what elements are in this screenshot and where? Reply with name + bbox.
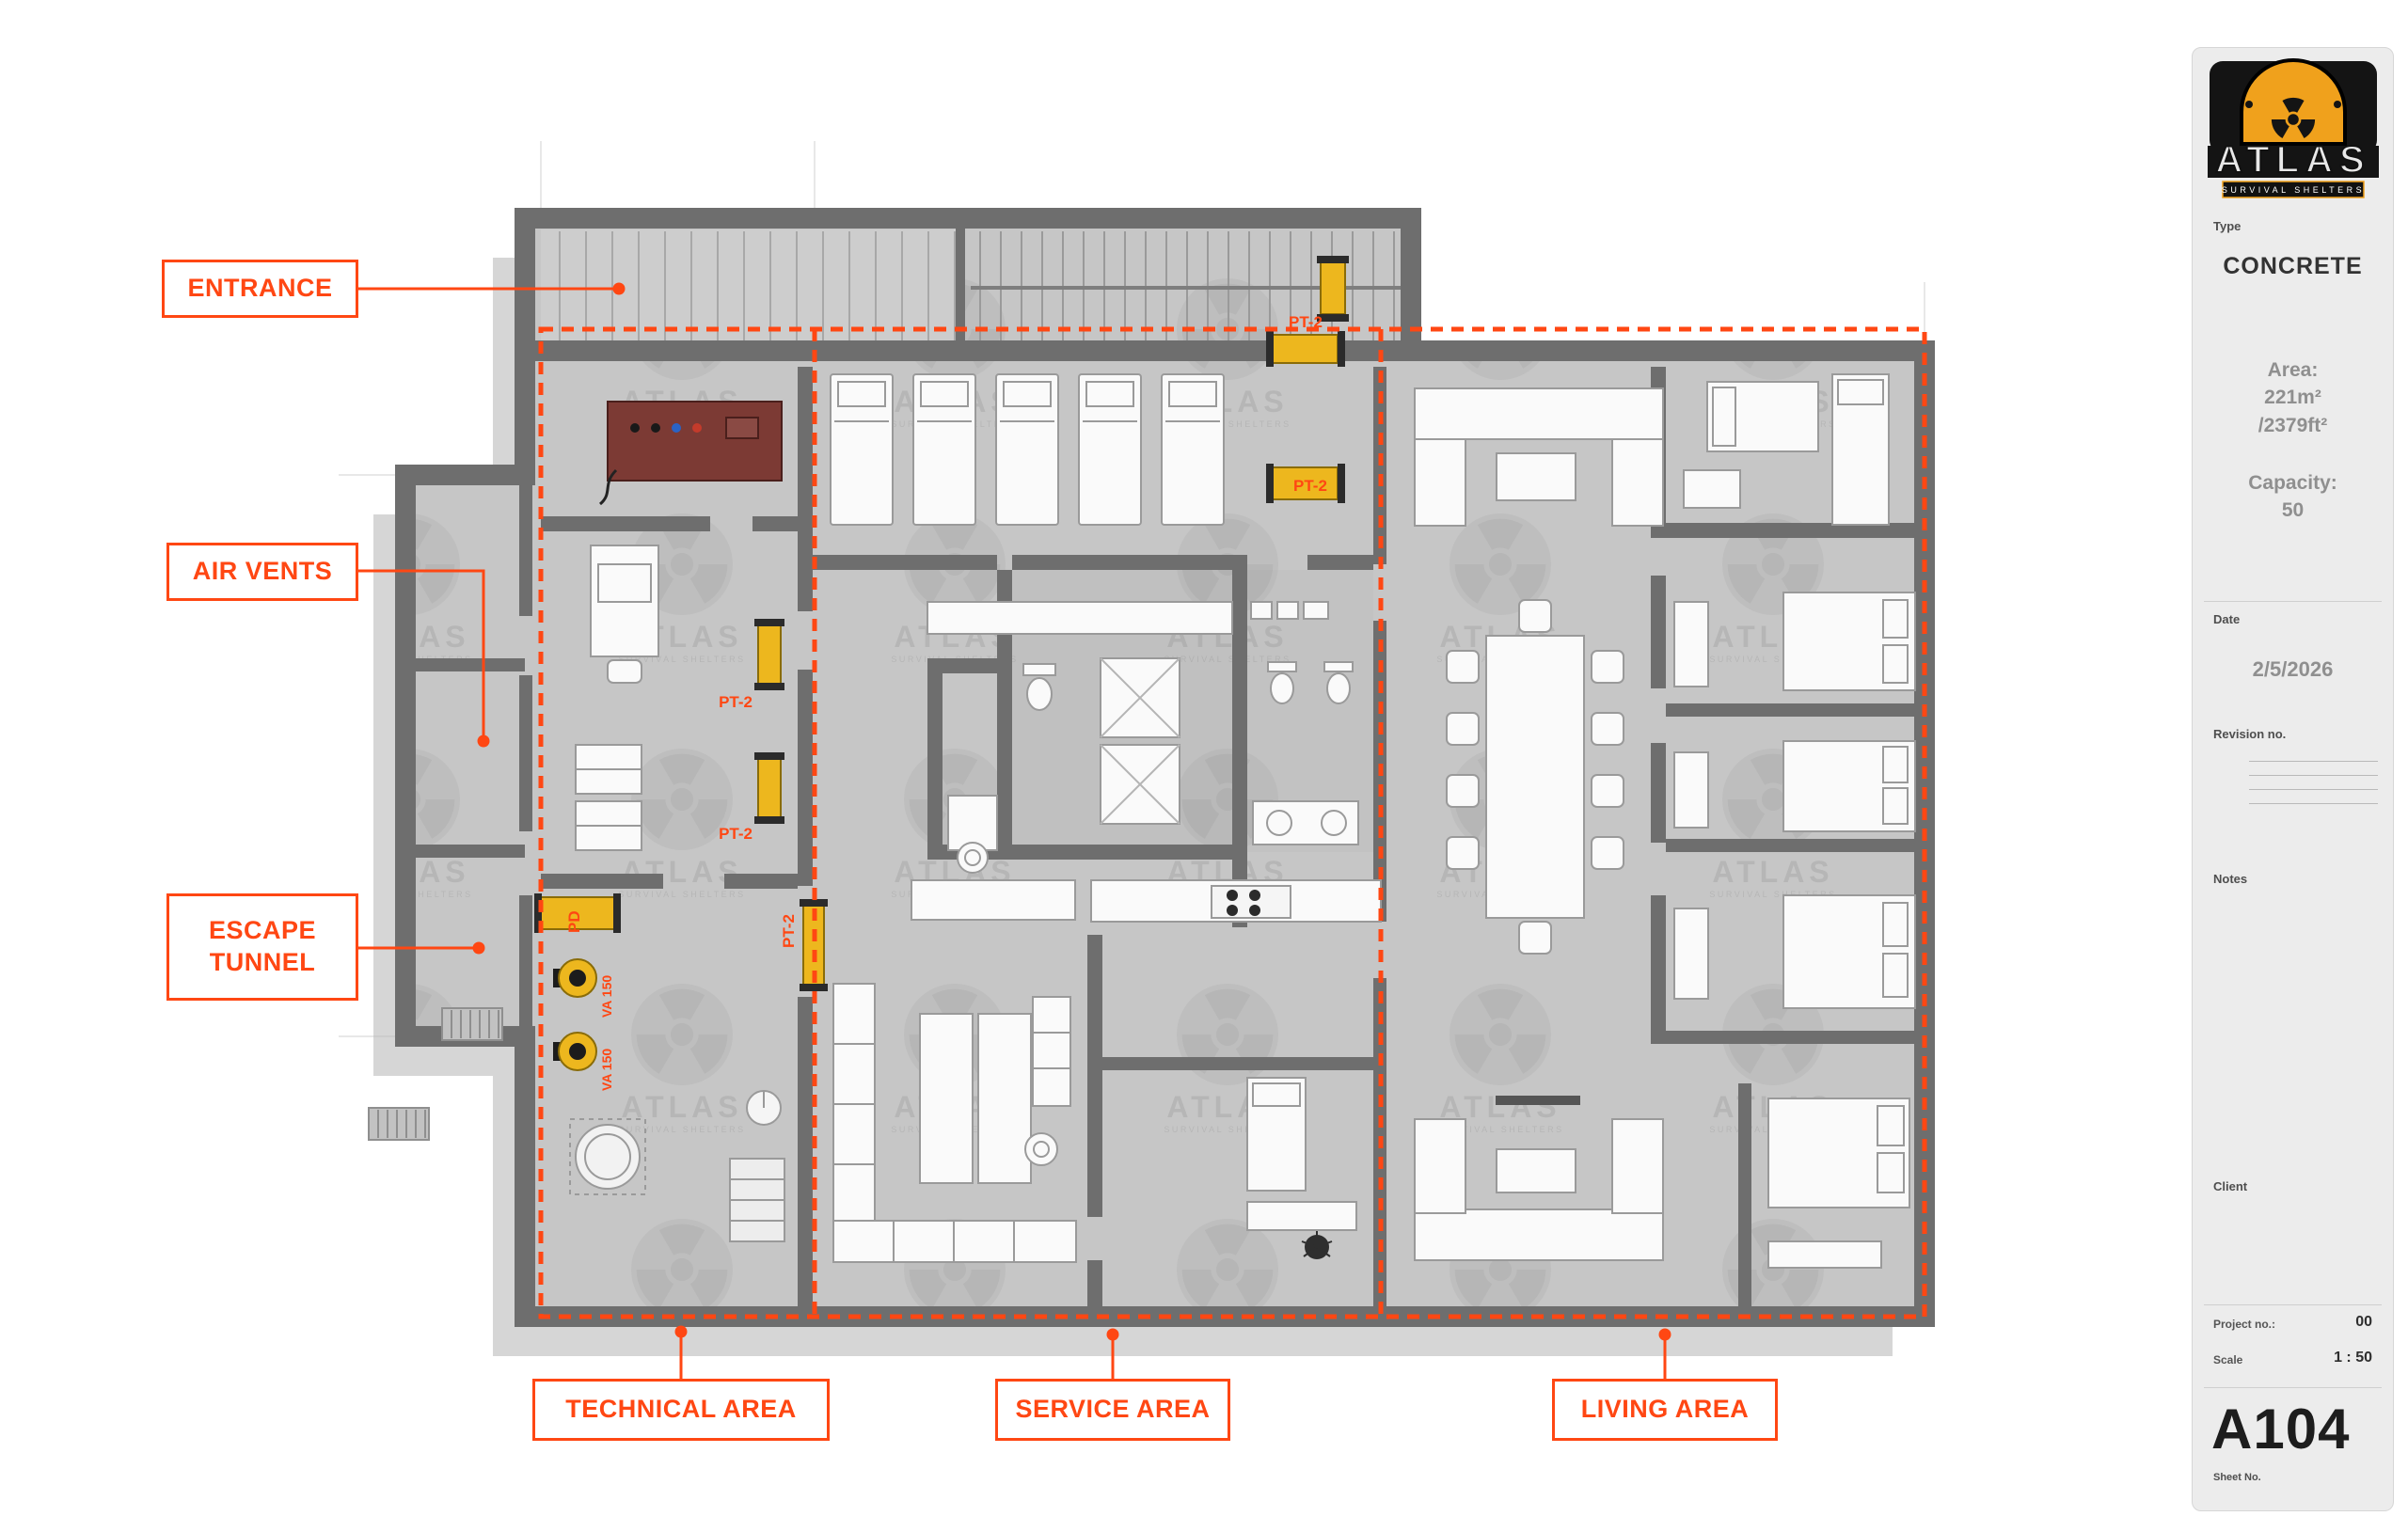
bedrooms-right <box>1673 592 1916 1009</box>
notes-label: Notes <box>2213 872 2248 886</box>
area-ft2: /2379ft² <box>2258 414 2328 436</box>
logo-tagline-text: SURVIVAL SHELTERS <box>2222 185 2365 195</box>
door-label: PT-2 <box>780 914 798 948</box>
date-value: 2/5/2026 <box>2252 657 2334 681</box>
service-bedroom <box>1246 1077 1357 1259</box>
revision-line <box>2249 803 2378 804</box>
area-m2: 221m² <box>2264 387 2321 409</box>
callout-entrance-label: ENTRANCE <box>187 274 333 303</box>
callout-service-area: SERVICE AREA <box>995 1379 1230 1441</box>
bunk-beds <box>830 373 1225 526</box>
interior-walls <box>405 340 1925 1309</box>
equipment-labels: PT-2 PT-2 PT-2 PT-2 PT-2 PD VA 150 VA 15… <box>565 313 1327 1091</box>
callout-escape-tunnel-label: ESCAPE TUNNEL <box>208 916 317 976</box>
capacity-value: 50 <box>2281 499 2305 522</box>
dining-set <box>1446 599 1624 955</box>
sheet-label: Sheet No. <box>2213 1472 2261 1483</box>
callout-escape-tunnel: ESCAPE TUNNEL <box>166 893 358 1001</box>
storage-shelving <box>832 983 1077 1263</box>
callout-living-area: LIVING AREA <box>1552 1379 1778 1441</box>
door-label: PT-2 <box>1289 313 1323 331</box>
revision-line <box>2249 775 2378 776</box>
type-label: Type <box>2213 219 2242 233</box>
callout-technical-area: TECHNICAL AREA <box>532 1379 830 1441</box>
blast-doors <box>534 256 1349 1071</box>
title-block: ATLAS SURVIVAL SHELTERS Type CONCRETE Ar… <box>2192 47 2394 1511</box>
bedroom-top-right <box>1683 373 1890 526</box>
project-label: Project no.: <box>2213 1318 2276 1331</box>
outer-walls <box>395 208 1935 1327</box>
control-panel <box>598 401 783 506</box>
callout-leaders <box>358 282 1671 1379</box>
area-label: Area: <box>2267 359 2319 381</box>
atlas-logo: ATLAS SURVIVAL SHELTERS <box>2208 58 2379 198</box>
project-value: 00 <box>2355 1314 2372 1330</box>
revision-line <box>2249 789 2378 790</box>
sheet-code: A104 <box>2211 1398 2351 1461</box>
zone-boundaries <box>538 326 1927 1319</box>
water-tank <box>569 1118 646 1195</box>
scale-value: 1 : 50 <box>2334 1350 2372 1366</box>
revision-line <box>2249 761 2378 762</box>
vent-grilles <box>368 1007 503 1141</box>
bedroom-bottom-right <box>1767 1098 1910 1269</box>
client-label: Client <box>2213 1179 2248 1193</box>
type-value: CONCRETE <box>2223 253 2363 279</box>
door-label: PT-2 <box>1293 477 1327 495</box>
equipment-rack <box>729 1090 785 1242</box>
callout-entrance: ENTRANCE <box>162 260 358 318</box>
sofa-bottom <box>1414 1096 1664 1261</box>
date-label: Date <box>2213 612 2241 626</box>
door-label: PT-2 <box>719 825 752 843</box>
callout-technical-area-label: TECHNICAL AREA <box>565 1395 797 1424</box>
furniture <box>569 373 1916 1269</box>
callout-living-area-label: LIVING AREA <box>1580 1395 1750 1424</box>
sofa-top <box>1414 387 1664 527</box>
revision-label: Revision no. <box>2213 727 2287 741</box>
callout-air-vents: AIR VENTS <box>166 543 358 601</box>
logo-brand-text: ATLAS <box>2215 139 2370 181</box>
pump-label: VA 150 <box>599 975 614 1018</box>
battery-banks <box>575 744 642 851</box>
bathrooms <box>947 657 1359 874</box>
technical-desk <box>590 545 659 684</box>
callout-service-area-label: SERVICE AREA <box>1015 1395 1211 1424</box>
scale-label: Scale <box>2213 1353 2243 1366</box>
hatch-label: PD <box>565 910 583 933</box>
pump-label: VA 150 <box>599 1049 614 1091</box>
kitchen-counters <box>911 601 1382 923</box>
door-label: PT-2 <box>719 693 752 711</box>
capacity-label: Capacity: <box>2248 472 2337 494</box>
vent-pumps <box>553 958 597 1071</box>
callout-air-vents-label: AIR VENTS <box>192 557 333 586</box>
